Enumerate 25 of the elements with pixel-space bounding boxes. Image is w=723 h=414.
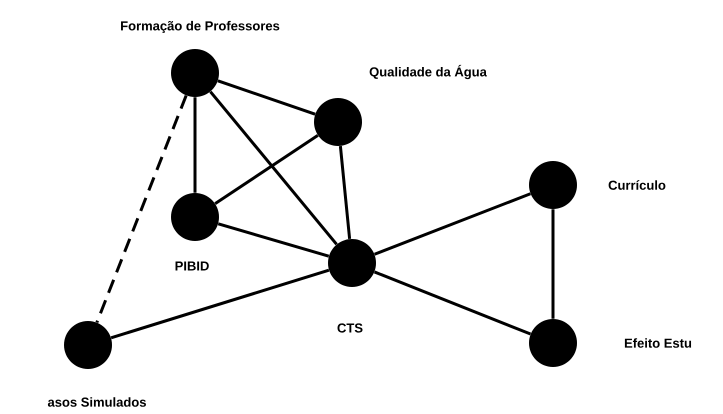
node-circle xyxy=(64,321,112,369)
connector-line xyxy=(214,134,319,205)
connector-line xyxy=(217,79,316,116)
connector-line xyxy=(110,268,330,340)
node-label: Qualidade da Água xyxy=(370,64,487,80)
connector-line xyxy=(552,209,554,319)
node-circle xyxy=(529,319,577,367)
connector-line xyxy=(95,94,188,324)
node-circle xyxy=(171,49,219,97)
node-label: PIBID xyxy=(176,262,209,270)
node-label: Efeito Estu xyxy=(624,338,692,348)
node-label: CTS xyxy=(338,323,362,333)
connector-line xyxy=(218,222,330,258)
node-label: asos Simulados xyxy=(48,397,146,407)
node-circle xyxy=(529,161,577,209)
node-circle xyxy=(314,98,362,146)
connector-line xyxy=(209,90,338,246)
connector-line xyxy=(374,270,532,336)
node-circle xyxy=(328,239,376,287)
node-circle xyxy=(171,193,219,241)
connector-line xyxy=(338,146,352,240)
connector-line xyxy=(194,97,196,193)
node-label: Formação de Professores xyxy=(121,20,280,34)
connector-line xyxy=(374,192,531,256)
node-label: Currículo xyxy=(608,180,666,190)
